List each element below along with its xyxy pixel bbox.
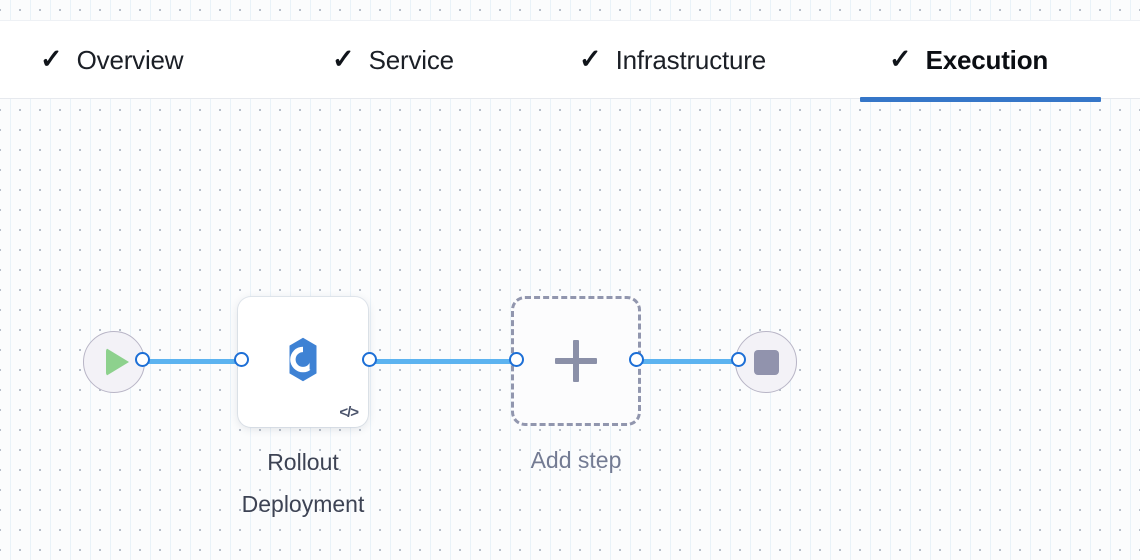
tab-label: Execution bbox=[925, 45, 1049, 75]
handle-end-input[interactable] bbox=[731, 352, 746, 367]
plus-icon bbox=[555, 340, 597, 382]
add-step-label: Add step bbox=[530, 447, 622, 473]
check-icon: ✓ bbox=[332, 44, 355, 74]
step-node-label-line2: Deployment bbox=[241, 491, 365, 517]
edge-start-to-step[interactable] bbox=[142, 359, 242, 364]
handle-step-input[interactable] bbox=[234, 352, 249, 367]
edge-addstep-to-end[interactable] bbox=[636, 359, 739, 364]
tab-overview[interactable]: ✓ Overview bbox=[40, 21, 184, 100]
step-card[interactable]: </> bbox=[238, 297, 368, 427]
step-node-label-line1: Rollout bbox=[267, 449, 339, 475]
code-icon: </> bbox=[339, 404, 359, 421]
step-node-label: Rollout Deployment bbox=[183, 441, 423, 525]
add-step-node[interactable] bbox=[511, 296, 641, 426]
tab-infrastructure[interactable]: ✓ Infrastructure bbox=[579, 21, 766, 100]
pipeline-stage-tabs: ✓ Overview ✓ Service ✓ Infrastructure ✓ … bbox=[0, 20, 1140, 102]
start-node[interactable] bbox=[83, 331, 145, 393]
handle-addstep-input[interactable] bbox=[509, 352, 524, 367]
handle-step-output[interactable] bbox=[362, 352, 377, 367]
active-tab-indicator bbox=[860, 97, 1101, 102]
rollout-deployment-icon bbox=[276, 333, 330, 392]
check-icon: ✓ bbox=[40, 44, 63, 74]
play-icon bbox=[106, 348, 129, 376]
handle-addstep-output[interactable] bbox=[629, 352, 644, 367]
tab-label: Overview bbox=[76, 45, 184, 75]
check-icon: ✓ bbox=[889, 44, 912, 74]
tab-service[interactable]: ✓ Service bbox=[332, 21, 454, 100]
handle-start-output[interactable] bbox=[135, 352, 150, 367]
tab-label: Infrastructure bbox=[615, 45, 767, 75]
tab-label: Service bbox=[368, 45, 454, 75]
edge-step-to-addstep[interactable] bbox=[369, 359, 517, 364]
check-icon: ✓ bbox=[579, 44, 602, 74]
stop-icon bbox=[753, 349, 779, 375]
step-node-rollout-deployment[interactable]: </> bbox=[238, 297, 368, 427]
tab-execution[interactable]: ✓ Execution bbox=[889, 21, 1048, 100]
add-step-card[interactable] bbox=[511, 296, 641, 426]
start-node-circle[interactable] bbox=[83, 331, 145, 393]
